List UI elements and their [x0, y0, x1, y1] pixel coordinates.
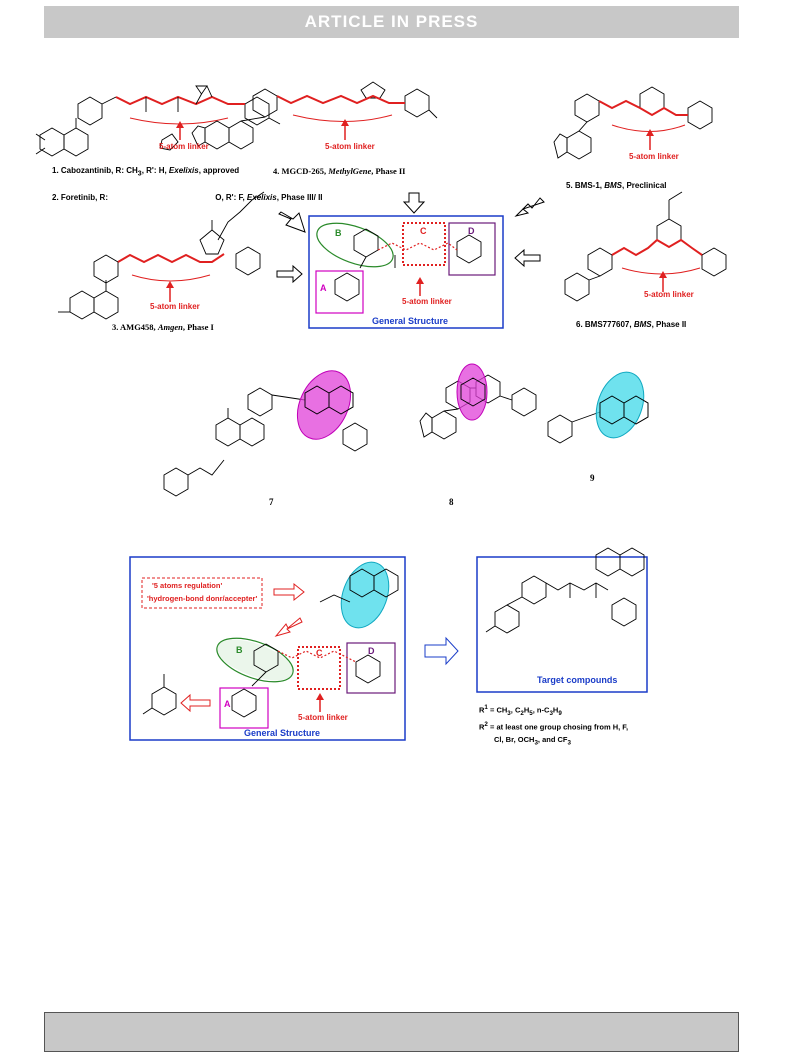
target-compounds-title: Target compounds — [537, 675, 618, 685]
linker-label-5: 5-atom linker — [629, 152, 679, 161]
linker-label-scheme: 5-atom linker — [298, 713, 348, 722]
article-in-press-banner: ARTICLE IN PRESS — [44, 6, 739, 38]
scheme-general-structure-title: General Structure — [244, 728, 321, 738]
r2-definition-line2: Cl, Br, OCH3, and CF3 — [494, 735, 571, 747]
r1-definition: R1 = CH3, C2H5, n-C3H9 — [479, 704, 562, 717]
compound-8-number: 8 — [449, 497, 454, 507]
compound-6-label: 6. BMS777607, BMS, Phase II — [576, 320, 687, 329]
region-a-label: A — [320, 283, 327, 293]
region-d-label: D — [468, 226, 475, 236]
compound-4-label: 4. MGCD-265, MethylGene, Phase II — [273, 166, 406, 176]
compound-3-label: 3. AMG458, Amgen, Phase I — [112, 322, 214, 332]
regulation-text-line2: 'hydrogen-bond donr/accepter' — [147, 594, 258, 603]
compound-7-number: 7 — [269, 497, 274, 507]
region-b-label: B — [335, 228, 342, 238]
linker-label-1: 5-atom linker — [159, 142, 209, 151]
regulation-text-line1: '5 atoms regulation' — [152, 581, 223, 590]
compound-2-label: 2. Foretinib, R: O, R': F, Exelixis, Pha… — [52, 193, 323, 202]
r2-definition: R2 = at least one group chosing from H, … — [479, 721, 629, 732]
general-structure-title: General Structure — [372, 316, 449, 326]
linker-label-general: 5-atom linker — [402, 297, 452, 306]
scheme-region-c: C — [316, 648, 323, 658]
region-c-label: C — [420, 226, 427, 236]
linker-label-6: 5-atom linker — [644, 290, 694, 299]
compound-1-label: 1. Cabozantinib, R: CH3, R': H, Exelixis… — [52, 166, 240, 178]
linker-label-3: 5-atom linker — [150, 302, 200, 311]
linker-label-4: 5-atom linker — [325, 142, 375, 151]
scheme-region-a: A — [224, 699, 231, 709]
compound-5-label: 5. BMS-1, BMS, Preclinical — [566, 181, 667, 190]
scheme-region-b: B — [236, 645, 243, 655]
compound-9-number: 9 — [590, 473, 595, 483]
footer-bar — [44, 1012, 739, 1052]
scheme-region-d: D — [368, 646, 375, 656]
